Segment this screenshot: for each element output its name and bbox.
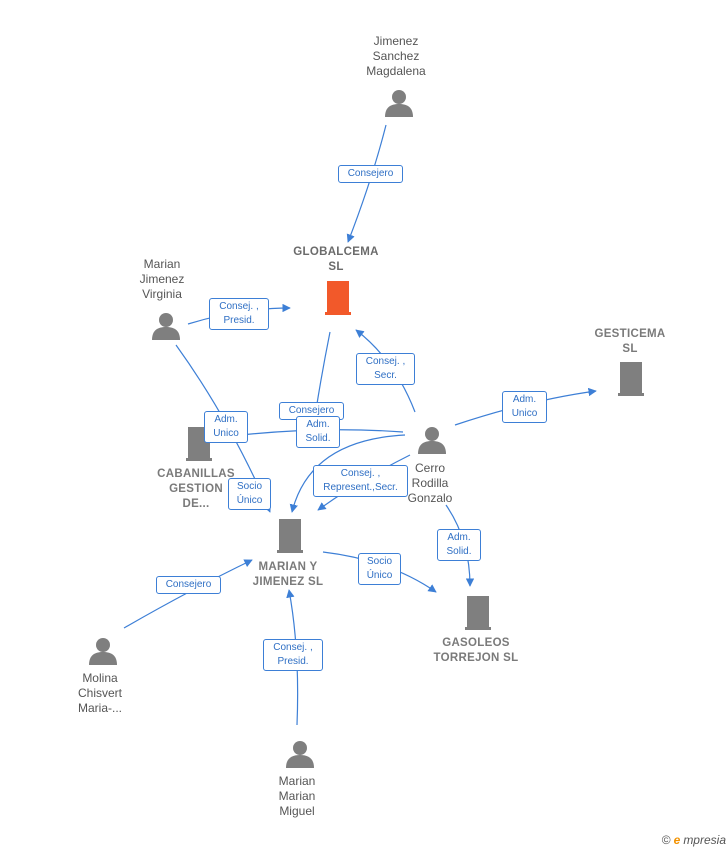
- person-icon[interactable]: [286, 741, 314, 768]
- edge-label-consejero: Consejero: [156, 576, 221, 594]
- node-label-molina-chisvert[interactable]: Molina Chisvert Maria-...: [77, 671, 122, 715]
- company-building-icon[interactable]: [465, 596, 491, 630]
- person-icon[interactable]: [89, 638, 117, 665]
- main-company-building-icon[interactable]: [325, 281, 351, 315]
- edge-label-adm-solid: Adm. Solid.: [296, 416, 340, 448]
- person-icon[interactable]: [152, 313, 180, 340]
- brand-name: mpresia: [683, 833, 726, 847]
- edge-label-consejero: Consejero: [338, 165, 403, 183]
- node-label-gasoleos[interactable]: GASOLEOS TORREJON SL: [433, 637, 519, 664]
- edge-label-adm-solid: Adm. Solid.: [437, 529, 481, 561]
- edge-cerro-marianyjimenez-solid: [289, 434, 406, 513]
- node-label-marian-marian[interactable]: Marian Marian Miguel: [278, 774, 316, 818]
- edge-label-consej-secr: Consej. , Secr.: [356, 353, 415, 385]
- brand-logo-initial: e: [673, 833, 681, 847]
- node-label-cabanillas[interactable]: CABANILLAS GESTION DE...: [157, 468, 235, 510]
- node-label-marian-y-jimenez[interactable]: MARIAN Y JIMENEZ SL: [252, 561, 324, 588]
- edge-label-adm-unico: Adm. Unico: [204, 411, 248, 443]
- edge-label-consej-presid: Consej. , Presid.: [209, 298, 269, 330]
- copyright-icon: ©: [661, 833, 671, 847]
- edge-jimenez-globalcema: [346, 124, 387, 243]
- node-label-gesticema[interactable]: GESTICEMA SL: [594, 328, 666, 355]
- company-building-icon[interactable]: [618, 362, 644, 396]
- edge-label-consej-represent-secr: Consej. , Represent.,Secr.: [313, 465, 408, 497]
- person-icon[interactable]: [418, 427, 446, 454]
- edge-label-socio-unico: Socio Único: [228, 478, 271, 510]
- edge-label-adm-unico: Adm. Unico: [502, 391, 547, 423]
- edge-globalcema-marianyjimenez: [315, 331, 331, 411]
- node-label-marian-jimenez[interactable]: Marian Jimenez Virginia: [139, 257, 185, 301]
- node-label-cerro-rodilla[interactable]: Cerro Rodilla Gonzalo: [407, 461, 453, 505]
- node-label-globalcema[interactable]: GLOBALCEMA SL: [293, 246, 379, 273]
- company-building-icon[interactable]: [277, 519, 303, 553]
- edge-label-consej-presid: Consej. , Presid.: [263, 639, 323, 671]
- person-icon[interactable]: [385, 90, 413, 117]
- edge-label-socio-unico: Socio Único: [358, 553, 401, 585]
- node-label-jimenez-sanchez[interactable]: Jimenez Sanchez Magdalena: [366, 34, 426, 78]
